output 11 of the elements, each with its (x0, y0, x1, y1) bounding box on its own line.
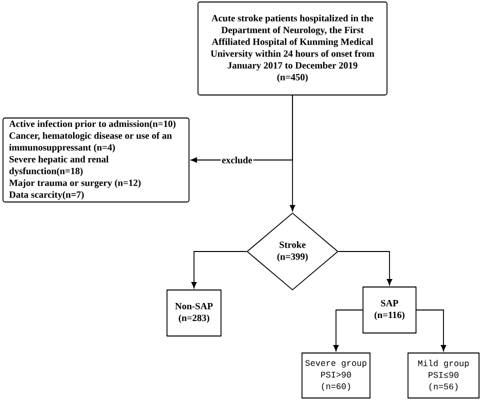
process-box: Mild group PSI≤90 (n=56) (408, 352, 480, 398)
process-box: Severe group PSI>90 (n=60) (302, 352, 370, 398)
arrow (191, 251, 247, 288)
process-box: Non-SAP (n=283) (166, 290, 222, 336)
arrow (416, 310, 446, 352)
process-box: SAP (n=116) (362, 286, 416, 334)
edge-label: exclude (220, 156, 254, 164)
start-box: Acute stroke patients hospitalized in the Department of Neurology, the First Affiliated Hospital of Kunming Medical University within 24 hours of onset from January 2017 to December 2019 (n=450) (198, 2, 388, 96)
exclusion-box: Active infection prior to admission(n=10) Cancer, hematologic disease or use of an immunosuppressant (n=4) Severe hepatic and renal dysfunction(n=18) Major trauma or surgery (n=12) Data scarcity(n=7) (2, 118, 190, 202)
arrow (338, 251, 392, 286)
arrow (333, 310, 363, 352)
